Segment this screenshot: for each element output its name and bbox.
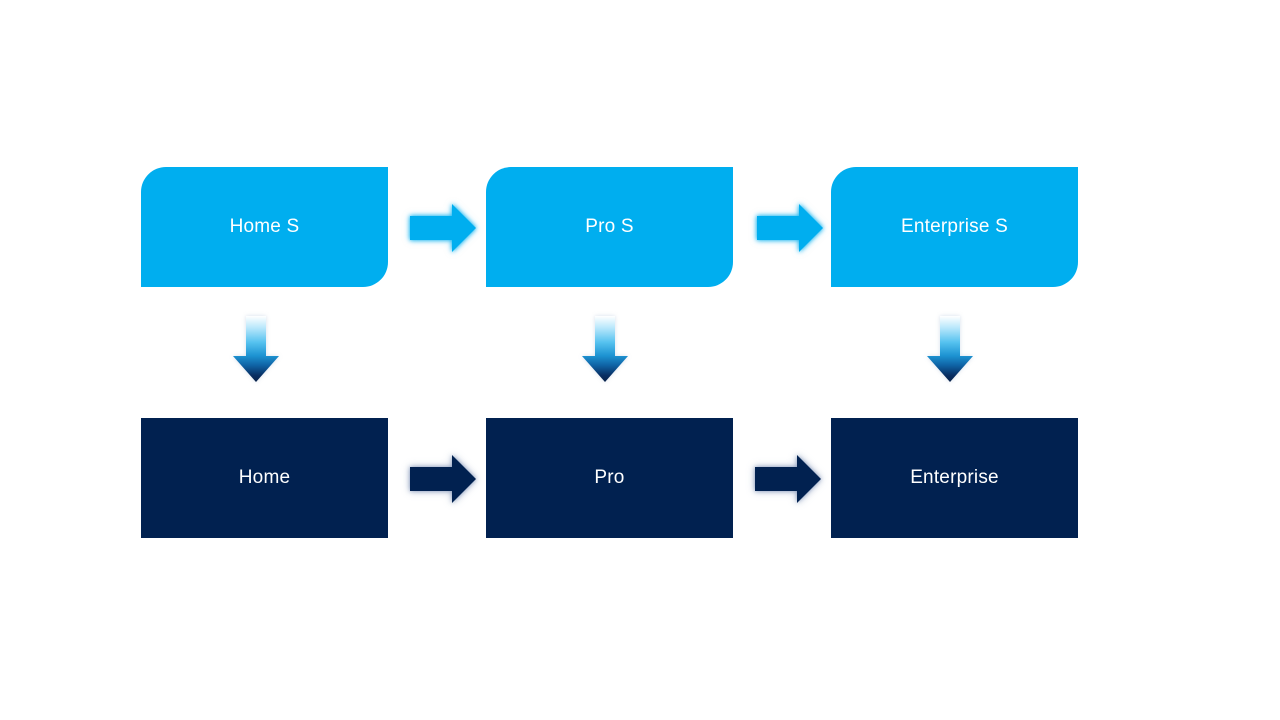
down-arrow-icon [927,316,973,382]
right-arrow-icon [410,455,476,503]
node-home-s-label: Home S [229,216,300,237]
node-enterprise: Enterprise [831,418,1078,538]
right-arrow-icon [410,204,476,252]
right-arrow-icon [755,455,821,503]
down-arrow-icon [233,316,279,382]
node-home-label: Home [238,467,291,488]
node-home-s: Home S [141,167,388,287]
node-pro: Pro [486,418,733,538]
node-enterprise-label: Enterprise [910,467,999,488]
down-arrow-icon [582,316,628,382]
node-home: Home [141,418,388,538]
node-enterprise-s-label: Enterprise S [901,216,1008,237]
node-enterprise-s: Enterprise S [831,167,1078,287]
node-pro-s: Pro S [486,167,733,287]
node-pro-label: Pro [594,467,625,488]
node-pro-s-label: Pro S [585,216,634,237]
right-arrow-icon [757,204,823,252]
